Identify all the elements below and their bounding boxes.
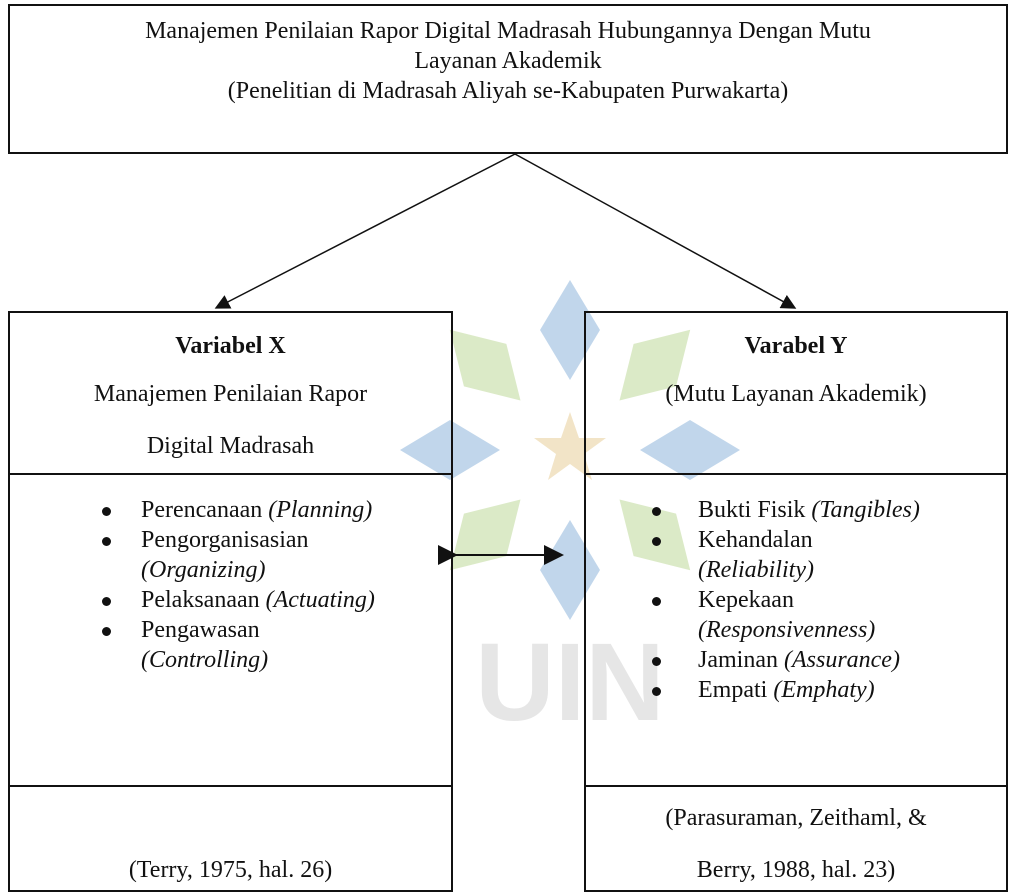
indicator-label: Kepekaan [698, 587, 794, 613]
variable-x-header: Variabel X Manajemen Penilaian Rapor Dig… [10, 313, 451, 475]
variable-x-subtitle-line-2: Digital Madrasah [146, 433, 315, 459]
variable-y-box: Varabel Y (Mutu Layanan Akademik) Bukti … [584, 311, 1008, 892]
indicator-term: (Responsivenness) [698, 617, 876, 643]
variable-y-heading: Varabel Y [744, 333, 848, 359]
bullet-icon [652, 507, 661, 516]
bullet-icon [102, 627, 111, 636]
list-item: Bukti Fisik (Tangibles) [586, 495, 1006, 525]
variable-x-citation: (Terry, 1975, hal. 26) [128, 857, 333, 883]
bullet-icon [652, 687, 661, 696]
variable-x-subtitle-line-1: Manajemen Penilaian Rapor [93, 381, 368, 407]
indicator-term: (Tangibles) [811, 497, 920, 523]
list-item: Pengorganisasian (Organizing) [10, 525, 451, 585]
variable-y-subtitle: (Mutu Layanan Akademik) [665, 381, 927, 407]
bullet-icon [102, 537, 111, 546]
list-item: Jaminan (Assurance) [586, 645, 1006, 675]
bullet-icon [652, 657, 661, 666]
list-item: Perencanaan (Planning) [10, 495, 451, 525]
indicator-label: Pengawasan [141, 617, 260, 643]
variable-y-header: Varabel Y (Mutu Layanan Akademik) [586, 313, 1006, 475]
indicator-label: Jaminan [698, 647, 778, 673]
indicator-term: (Organizing) [141, 557, 266, 583]
indicator-term: (Reliability) [698, 557, 814, 583]
variable-y-reference: (Parasuraman, Zeithaml, & Berry, 1988, h… [586, 787, 1006, 890]
title-line-2: Layanan Akademik [414, 48, 602, 74]
list-item: Empati (Emphaty) [586, 675, 1006, 705]
variable-y-citation-line-2: Berry, 1988, hal. 23) [696, 857, 896, 883]
list-item: Kehandalan (Reliability) [586, 525, 1006, 585]
bullet-icon [102, 507, 111, 516]
bullet-icon [102, 597, 111, 606]
indicator-term: (Planning) [268, 497, 373, 523]
variable-x-reference: (Terry, 1975, hal. 26) [10, 787, 451, 890]
indicator-term: (Controlling) [141, 647, 269, 673]
list-item: Kepekaan (Responsivenness) [586, 585, 1006, 645]
title-line-3: (Penelitian di Madrasah Aliyah se-Kabupa… [227, 78, 789, 104]
indicator-label: Perencanaan [141, 497, 263, 523]
indicator-term: (Emphaty) [773, 677, 875, 703]
title-line-1: Manajemen Penilaian Rapor Digital Madras… [145, 18, 871, 44]
variable-y-indicator-list: Bukti Fisik (Tangibles) Kehandalan (Reli… [586, 495, 1006, 705]
variable-x-box: Variabel X Manajemen Penilaian Rapor Dig… [8, 311, 453, 892]
variable-x-indicators: Perencanaan (Planning) Pengorganisasian … [10, 475, 451, 787]
research-title-box: Manajemen Penilaian Rapor Digital Madras… [8, 4, 1008, 154]
variable-x-indicator-list: Perencanaan (Planning) Pengorganisasian … [10, 495, 451, 675]
indicator-label: Empati [698, 677, 768, 703]
variable-y-indicators: Bukti Fisik (Tangibles) Kehandalan (Reli… [586, 475, 1006, 787]
indicator-label: Pengorganisasian [141, 527, 309, 553]
bullet-icon [652, 597, 661, 606]
indicator-label: Bukti Fisik [698, 497, 806, 523]
list-item: Pelaksanaan (Actuating) [10, 585, 451, 615]
bullet-icon [652, 537, 661, 546]
indicator-term: (Assurance) [783, 647, 900, 673]
list-item: Pengawasan (Controlling) [10, 615, 451, 675]
arrow-to-variable-x [214, 153, 516, 309]
arrow-to-variable-y [514, 153, 797, 309]
variable-x-heading: Variabel X [175, 333, 286, 359]
indicator-term: (Actuating) [265, 587, 375, 613]
variable-y-citation-line-1: (Parasuraman, Zeithaml, & [665, 805, 927, 831]
indicator-label: Kehandalan [698, 527, 813, 553]
indicator-label: Pelaksanaan [141, 587, 260, 613]
